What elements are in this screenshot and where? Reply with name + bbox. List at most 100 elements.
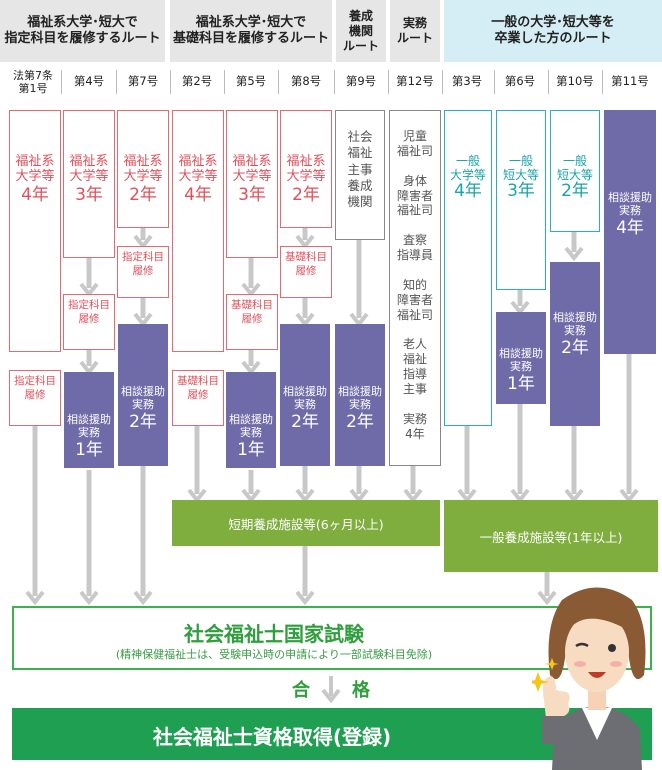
header-bg-route1: [0, 0, 165, 62]
school-years: 3年: [507, 181, 535, 202]
general-training-facility: 一般養成施設等(1年以上): [444, 500, 658, 572]
school-years: 4年: [21, 184, 49, 205]
col-label-9: 第3号: [451, 74, 483, 89]
woman-thumbs-up-illustration: [532, 587, 646, 770]
exam-note: (精神保健福祉士は、受験申込時の申請により一部試験科目免除): [115, 648, 433, 661]
school-type: 一般 大学等: [449, 153, 486, 182]
col-label-2: 第4号: [73, 74, 105, 89]
course-box-c2: 指定科目 履修: [63, 294, 115, 350]
col-divider: [442, 70, 443, 94]
course-box-c1: 指定科目 履修: [9, 370, 61, 426]
school-type: 福祉系 大学等: [286, 154, 326, 184]
practice-label: 相談援助 実務: [608, 191, 652, 218]
col-label-3: 第7号: [127, 74, 159, 89]
practice-years: 2年: [561, 337, 589, 358]
route-header-designated: 福祉系大学･短大で 指定科目を履修するルート: [4, 14, 161, 46]
col-divider: [278, 70, 279, 94]
qualification-text: 社会福祉士資格取得(登録): [152, 725, 392, 749]
col-divider: [494, 70, 495, 94]
col-divider: [61, 70, 62, 94]
pass-label-right: 格: [352, 680, 370, 701]
col-label-4: 第2号: [181, 74, 213, 89]
national-exam-box: 社会福祉士国家試験 (精神保健福祉士は、受験申込時の申請により一部試験科目免除): [12, 606, 652, 670]
col-divider: [602, 70, 603, 94]
route-header-basic: 福祉系大学･短大で 基礎科目を履修するルート: [172, 14, 329, 46]
school-type: 福祉系 大学等: [232, 154, 272, 184]
practice-label: 相談援助 実務: [499, 347, 543, 374]
training-institution-box: 社会 福祉 主事 養成 機関: [335, 110, 385, 240]
practice-years: 1年: [507, 373, 535, 394]
school-type: 福祉系 大学等: [123, 154, 163, 184]
school-years: 4年: [454, 181, 482, 202]
header-bg-route5: [444, 0, 662, 62]
school-years: 2年: [292, 184, 320, 205]
col-divider: [334, 70, 335, 94]
practice-years: 1年: [237, 439, 265, 460]
school-years: 4年: [184, 184, 212, 205]
practice-label: 相談援助 実務: [67, 413, 111, 440]
practice-label: 相談援助 実務: [121, 385, 165, 412]
practice-years: 2年: [129, 411, 157, 432]
col-label-11: 第10号: [556, 74, 594, 89]
practice-years: 2年: [291, 411, 319, 432]
route-header-practice: 実務 ルート: [396, 16, 433, 45]
col-divider: [388, 70, 389, 94]
course-box-c4: 基礎科目 履修: [172, 370, 224, 426]
col-label-7: 第9号: [345, 74, 377, 89]
header-bg-route3: [336, 0, 386, 62]
col-label-1: 法第7条 第1号: [13, 68, 53, 95]
col-divider: [548, 70, 549, 94]
course-box-c5: 基礎科目 履修: [226, 294, 278, 350]
header-bg-route4: [390, 0, 440, 62]
col-label-5: 第5号: [235, 74, 267, 89]
exam-title: 社会福祉士国家試験: [184, 622, 364, 646]
header-bg-route2: [170, 0, 332, 62]
col-divider: [224, 70, 225, 94]
col-label-12: 第11号: [611, 74, 649, 89]
school-years: 3年: [75, 184, 103, 205]
route-header-training: 養成 機関 ルート: [342, 8, 379, 53]
practice-label: 相談援助 実務: [283, 385, 327, 412]
col-divider: [116, 70, 117, 94]
route-header-general: 一般の大学･短大等を 卒業した方のルート: [491, 14, 615, 46]
practice-years: 4年: [616, 217, 644, 238]
practice-label: 相談援助 実務: [229, 413, 273, 440]
school-type: 福祉系 大学等: [178, 154, 218, 184]
school-years: 3年: [238, 184, 266, 205]
course-box-c6: 基礎科目 履修: [280, 246, 332, 298]
short-training-facility: 短期養成施設等(6ヶ月以上): [172, 500, 440, 546]
school-type: 福祉系 大学等: [69, 154, 109, 184]
practice-label: 相談援助 実務: [553, 311, 597, 338]
practice-label: 相談援助 実務: [338, 385, 382, 412]
school-years: 2年: [129, 184, 157, 205]
practice-years: 2年: [346, 411, 374, 432]
col-label-8: 第12号: [396, 74, 434, 89]
pass-label-left: 合: [292, 680, 310, 701]
school-type: 一般 短大等: [556, 153, 593, 182]
school-years: 2年: [561, 181, 589, 202]
course-box-c3: 指定科目 履修: [117, 246, 169, 298]
col-divider: [170, 70, 171, 94]
school-type: 一般 短大等: [502, 153, 539, 182]
col-label-6: 第8号: [290, 74, 322, 89]
practice-jobs-box: 児童 福祉司 身体 障害者 福祉司 査察 指導員 知的 障害者 福祉司 老人 福…: [389, 110, 441, 466]
col-label-10: 第6号: [504, 74, 536, 89]
school-type: 福祉系 大学等: [15, 154, 55, 184]
practice-years: 1年: [75, 439, 103, 460]
